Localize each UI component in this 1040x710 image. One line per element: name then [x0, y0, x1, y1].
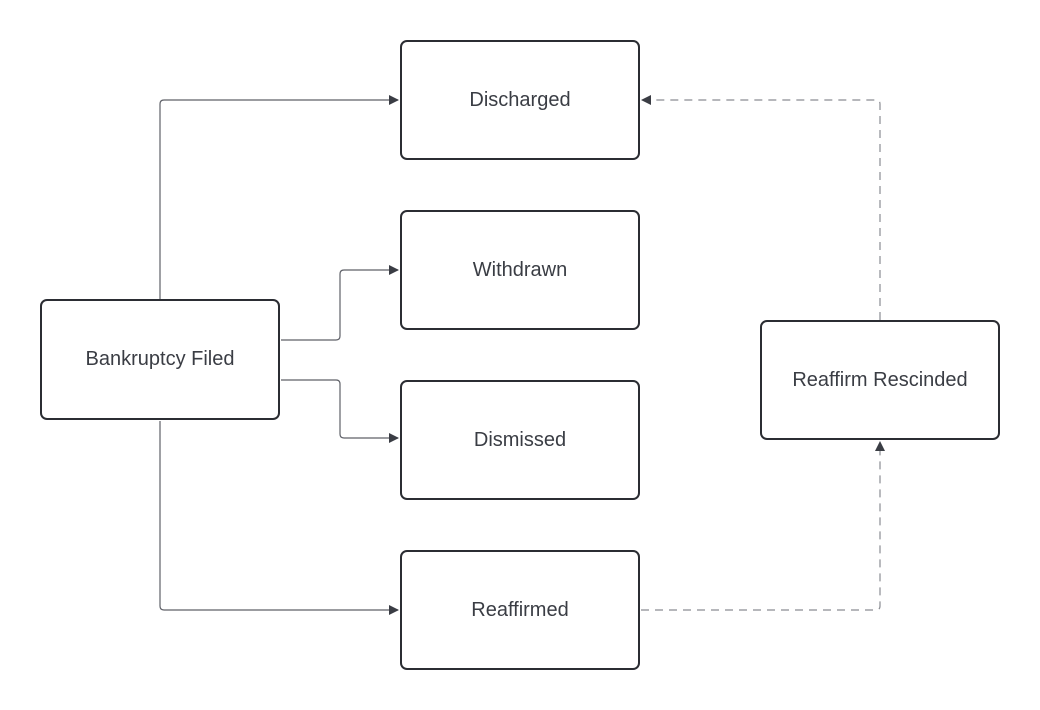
edge-reaffirmed-to-rescinded [641, 441, 885, 611]
edge-filed-to-withdrawn [281, 265, 399, 341]
edge-filed-to-dismissed [281, 379, 399, 443]
node-reaffirmed[interactable]: Reaffirmed [400, 550, 640, 670]
node-discharged[interactable]: Discharged [400, 40, 640, 160]
node-dismissed[interactable]: Dismissed [400, 380, 640, 500]
node-label: Reaffirmed [471, 598, 569, 621]
edge-filed-to-reaffirmed [159, 421, 399, 615]
node-label: Withdrawn [472, 258, 568, 281]
node-label: Bankruptcy Filed [85, 348, 235, 370]
node-label: Discharged [469, 88, 571, 111]
node-label: Dismissed [473, 428, 567, 451]
node-bankruptcy-filed[interactable]: Bankruptcy Filed [40, 299, 280, 420]
edge-rescinded-to-discharged [641, 95, 881, 320]
node-reaffirm-rescinded[interactable]: Reaffirm Rescinded [760, 320, 1000, 440]
edge-filed-to-discharged [159, 95, 399, 299]
node-withdrawn[interactable]: Withdrawn [400, 210, 640, 330]
node-label: Reaffirm Rescinded [792, 368, 968, 391]
